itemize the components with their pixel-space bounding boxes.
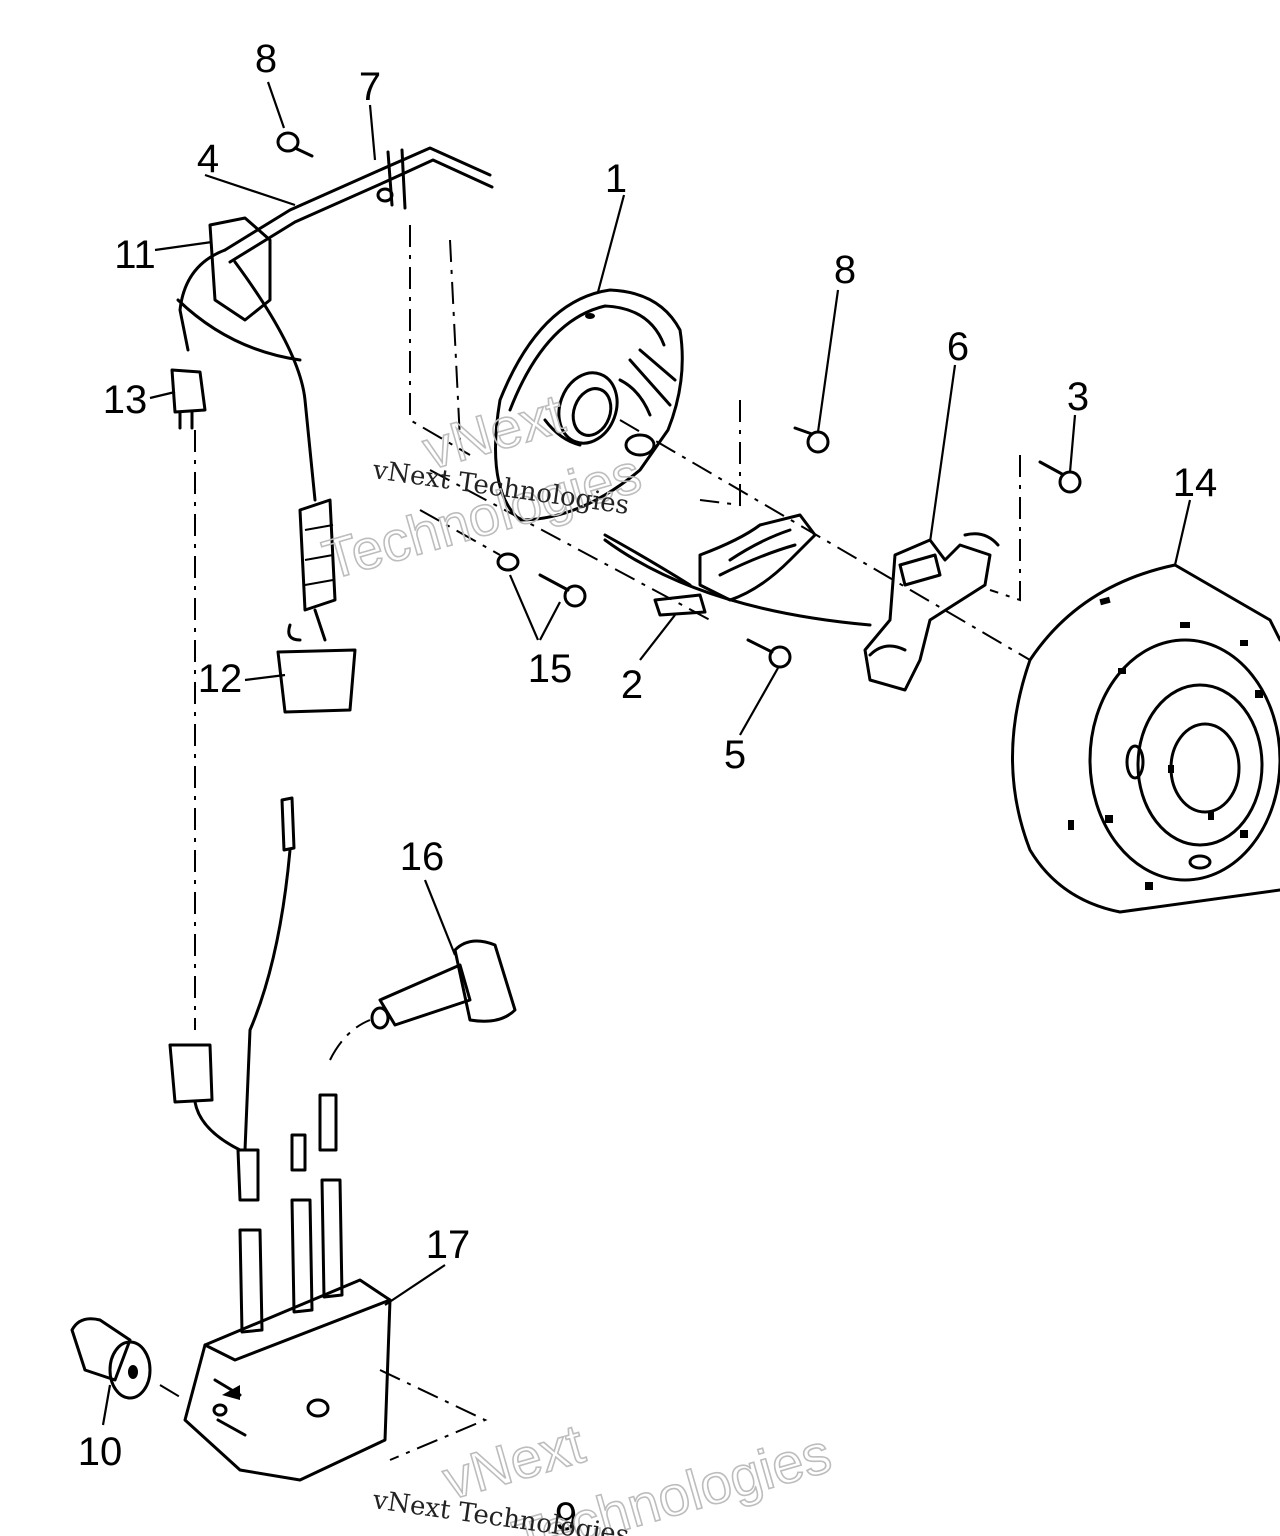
callout-6: 6 xyxy=(947,325,969,369)
screw-3 xyxy=(1038,460,1082,494)
callout-13: 13 xyxy=(103,378,148,422)
assembly-lines xyxy=(159,225,1031,1461)
callout-7: 7 xyxy=(359,65,381,109)
watermarks: vNext Technologies vNext Technologies vN… xyxy=(315,381,838,1536)
screw-5 xyxy=(746,638,792,669)
stator-plate xyxy=(494,288,684,522)
insulator-cap xyxy=(70,1317,152,1400)
callout-9: 9 xyxy=(555,1495,577,1536)
lower-harness xyxy=(168,796,338,1202)
ignition-coil xyxy=(183,1178,392,1482)
callout-16: 16 xyxy=(400,835,445,879)
callout-8-right: 8 xyxy=(834,248,856,292)
callout-14: 14 xyxy=(1173,461,1218,505)
callout-11: 11 xyxy=(114,233,156,277)
callout-8-left: 8 xyxy=(255,37,277,81)
spark-plug-cap xyxy=(370,939,517,1030)
callout-2: 2 xyxy=(621,663,643,707)
callout-4: 4 xyxy=(197,137,219,181)
callout-15: 15 xyxy=(528,647,573,691)
callout-12: 12 xyxy=(198,657,243,701)
callout-17: 17 xyxy=(426,1223,471,1267)
upper-wire-harness xyxy=(170,146,494,714)
charge-coil xyxy=(603,532,1000,692)
callout-5: 5 xyxy=(724,733,746,777)
leader-lines xyxy=(101,81,1192,1426)
pulser-coil xyxy=(603,513,817,617)
callout-3: 3 xyxy=(1067,375,1089,419)
callout-1: 1 xyxy=(605,157,627,201)
callout-10: 10 xyxy=(78,1430,123,1474)
flywheel xyxy=(1011,563,1280,914)
screw-8-left xyxy=(276,131,314,158)
screw-15 xyxy=(496,552,587,608)
screw-8-right xyxy=(793,426,830,454)
callout-labels: 1 2 3 4 5 6 7 8 8 9 10 11 12 13 14 15 16… xyxy=(78,37,1218,1536)
